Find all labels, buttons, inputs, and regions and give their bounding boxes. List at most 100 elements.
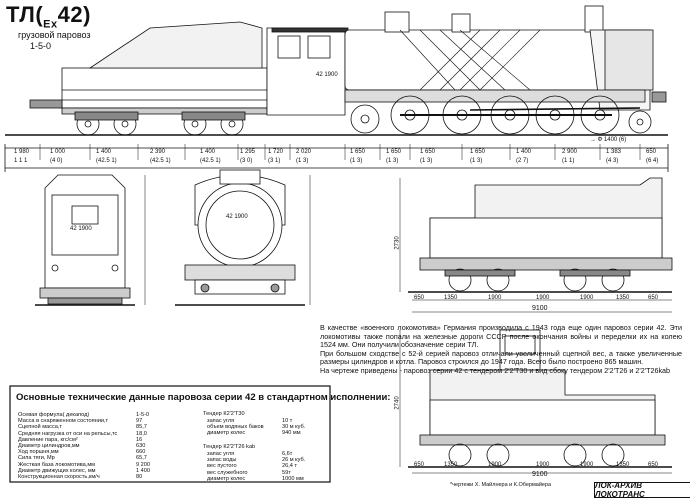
spec-value: 30 м куб. [282,424,306,431]
dimension-label: (42.5 1) [200,158,221,164]
dimension-label: 2 020 [296,149,312,155]
dimension-label: 650 [414,462,425,468]
wheel-formula: 1-5-0 [30,41,52,51]
dimension-label: 1350 [616,295,630,301]
spec-label: Ход поршня,мм [18,449,59,456]
spec-label: Средняя нагрузка от оси на рельсы,тс [18,430,118,437]
tender-wheels [74,111,246,136]
spec-label: Масса в снаряженном состоянии,т [18,418,109,425]
spec-value: 26 м куб. [282,457,306,464]
subtitle: грузовой паровоз [18,30,91,40]
spec-value: 1 400 [136,467,150,474]
total-label: → Ф 1400 (6) [590,137,627,143]
spec-value: 660 [136,449,146,456]
spec-value: 59т [282,469,291,476]
dimension-label: 1 650 [350,149,366,155]
spec-value: 10 т [282,418,293,424]
archive-stamp: ЛОК-АРХИВ ЛОКОТРАНС [594,481,690,499]
dimension-label: 1 400 [516,149,532,155]
dimension-label: 1 400 [96,149,112,155]
dimension-label: 1 980 [14,149,30,155]
dimension-label: 1 650 [386,149,402,155]
dimension-label: 1350 [616,462,630,468]
spec-value: 80 [136,474,143,480]
description-paragraph: На чертеже приведены - паровоз серии 42 … [320,365,671,375]
dimension-label: (42.5 1) [96,158,117,164]
dimension-label: 1900 [580,462,594,468]
dimension-label: 2 900 [562,149,578,155]
dimension-label: 1 650 [420,149,436,155]
dimension-label: 2 390 [150,149,166,155]
spec-label: диаметр колес [207,430,246,437]
dimension-label: (1 1) [562,158,575,164]
driving-wheels [350,95,652,135]
dimension-label: 1 650 [470,149,486,155]
page-title: ТЛ(Ex42) [6,2,91,31]
dimension-label: 1350 [444,295,458,301]
dimension-label: (1 3) [386,158,399,164]
dimension-label: 1 000 [50,149,66,155]
spec-value: 940 мм [282,430,301,437]
specs-frame [9,385,331,483]
dimension-label: (42.5 1) [150,158,171,164]
dimension-label: (3 1) [268,158,281,164]
dimension-label: (1 3) [296,158,309,164]
spec-label: Диаметр движущих колес, мм [18,467,96,474]
dimension-label: (1 3) [420,158,433,164]
specs-title: Основные технические данные паровоза сер… [16,392,391,403]
front-number: 42 1900 [226,214,248,220]
description-paragraph: При большом сходстве с 52-й серией паров… [320,348,682,367]
tender-t30-title: Тендер К2'2'Т30 [203,411,245,417]
dimension-label: (3 0) [240,158,253,164]
rear-view [35,174,146,306]
spec-label: запас угля [207,451,235,457]
locomotive-side-view [5,5,668,136]
rear-number: 42 1900 [70,226,92,232]
tender-side-view-t26kab [399,329,672,468]
spec-label: вес пустого [207,463,237,470]
dimension-label: 1 295 [240,149,256,155]
cab-number: 42 1900 [316,72,338,78]
dimension-label: 1900 [580,295,594,301]
dimension-label: 1900 [488,295,502,301]
spec-label: Диаметр цилиндров,мм [18,443,80,449]
spec-value: 9 200 [136,461,150,468]
dimension-label: (2 7) [516,158,529,164]
dimension-label: 1 720 [268,149,284,155]
dimension-label: (1 3) [470,158,483,164]
description-text: В качестве «военного локомотива» Германи… [320,323,682,376]
spec-value: 1000 мм [282,475,304,482]
tender-bottom-height: 2740 [394,396,401,410]
dimension-label: 650 [646,149,657,155]
spec-label: диаметр колес [207,475,246,482]
spec-value: 65,7 [136,455,147,462]
spec-value: 6,6т [282,451,293,457]
dimension-label: 1 400 [200,149,216,155]
spec-label: объем водяных баков [207,424,264,431]
tender-top-height: 2730 [394,236,401,250]
spec-label: Конструкционная скорость,км/ч [18,474,100,480]
tender-side-view-t30 [399,177,673,293]
spec-label: вес служебного [207,469,248,476]
spec-value: 16 [136,436,143,443]
spec-label: Давление пара, кгс/см² [18,436,78,443]
spec-label: Жесткая база локомотива,мм [18,461,96,468]
dimension-label: 1900 [488,462,502,468]
dimension-label: 1900 [536,295,550,301]
spec-label: Сцепной масса,т [18,424,62,431]
dimension-label: 1900 [536,462,550,468]
spec-label: запас воды [207,457,237,464]
spec-value: 97 [136,418,143,425]
front-view [175,169,311,306]
dimension-label: (4 3) [606,158,619,164]
dimension-label: 1 383 [606,149,622,155]
tender-top-total: 9100 [532,305,548,312]
tender-t26-title: Тендер К2'2'Т26 kab [203,444,256,450]
tender-bottom-total: 9100 [532,471,548,478]
spec-value: 85,7 [136,424,147,431]
drawing-credit: *чертежи Х. Майлнера и К.Обермайера [450,482,552,488]
dimension-label: 1 1 1 [14,158,28,164]
spec-value: 26,4 т [282,463,298,470]
spec-value: 18,0 [136,430,147,437]
